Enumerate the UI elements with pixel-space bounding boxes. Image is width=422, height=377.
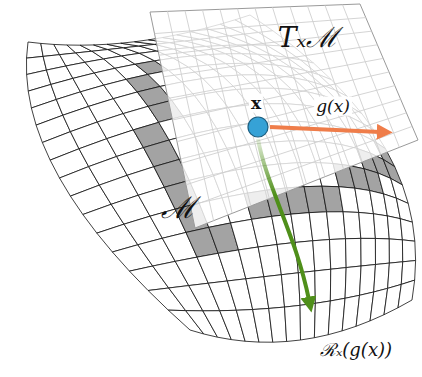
surface-cell xyxy=(374,263,390,292)
manifold-label: ℳ xyxy=(159,191,198,224)
surface-cell xyxy=(384,284,401,314)
surface-cell xyxy=(330,239,347,269)
plane-face xyxy=(150,4,418,228)
surface-cell xyxy=(269,307,287,342)
surface-cell xyxy=(327,212,346,240)
surface-cell xyxy=(396,198,412,222)
surface-cell xyxy=(345,266,361,298)
plane-grid-line xyxy=(191,126,413,206)
surface-cell xyxy=(359,212,376,238)
surface-cell xyxy=(309,212,329,241)
gradient-arrow xyxy=(270,127,380,132)
surface-cell xyxy=(370,288,388,321)
plane-grid-line xyxy=(164,45,378,77)
plane-grid-line xyxy=(177,86,395,142)
surface-cell xyxy=(264,275,285,309)
surface-cell xyxy=(400,219,415,242)
surface-cell xyxy=(398,280,415,308)
tangent-plane xyxy=(150,4,418,228)
surface-cell xyxy=(375,238,389,264)
surface-cell xyxy=(343,212,361,239)
point-dot xyxy=(248,117,268,137)
surface-cell xyxy=(314,301,330,338)
plane-grid-line xyxy=(159,31,372,55)
surface-cell xyxy=(330,268,346,301)
vector-label: g(x) xyxy=(314,97,352,116)
retraction-curve xyxy=(258,139,309,300)
surface-cell xyxy=(389,239,402,263)
surface-cell xyxy=(300,303,315,340)
surface-cell xyxy=(315,269,331,303)
surface-cell xyxy=(313,240,331,271)
plane-grid-line xyxy=(168,58,383,98)
retraction-label: ℛₓ(g(x)) xyxy=(318,340,394,360)
surface-cell xyxy=(360,265,376,296)
surface-cell xyxy=(346,238,362,267)
plane-grid-line xyxy=(173,72,390,120)
surface-cell xyxy=(285,305,301,341)
tangent-space-label: Tₓℳ xyxy=(276,23,341,54)
surface-cell xyxy=(402,240,415,262)
point-label: x xyxy=(249,94,263,113)
surface-cell xyxy=(281,273,300,307)
surface-cell xyxy=(373,214,389,239)
surface-cell xyxy=(361,238,376,266)
surface-cell xyxy=(356,292,374,326)
plane-grid-line xyxy=(186,113,406,185)
plane-grid-line xyxy=(182,99,401,163)
